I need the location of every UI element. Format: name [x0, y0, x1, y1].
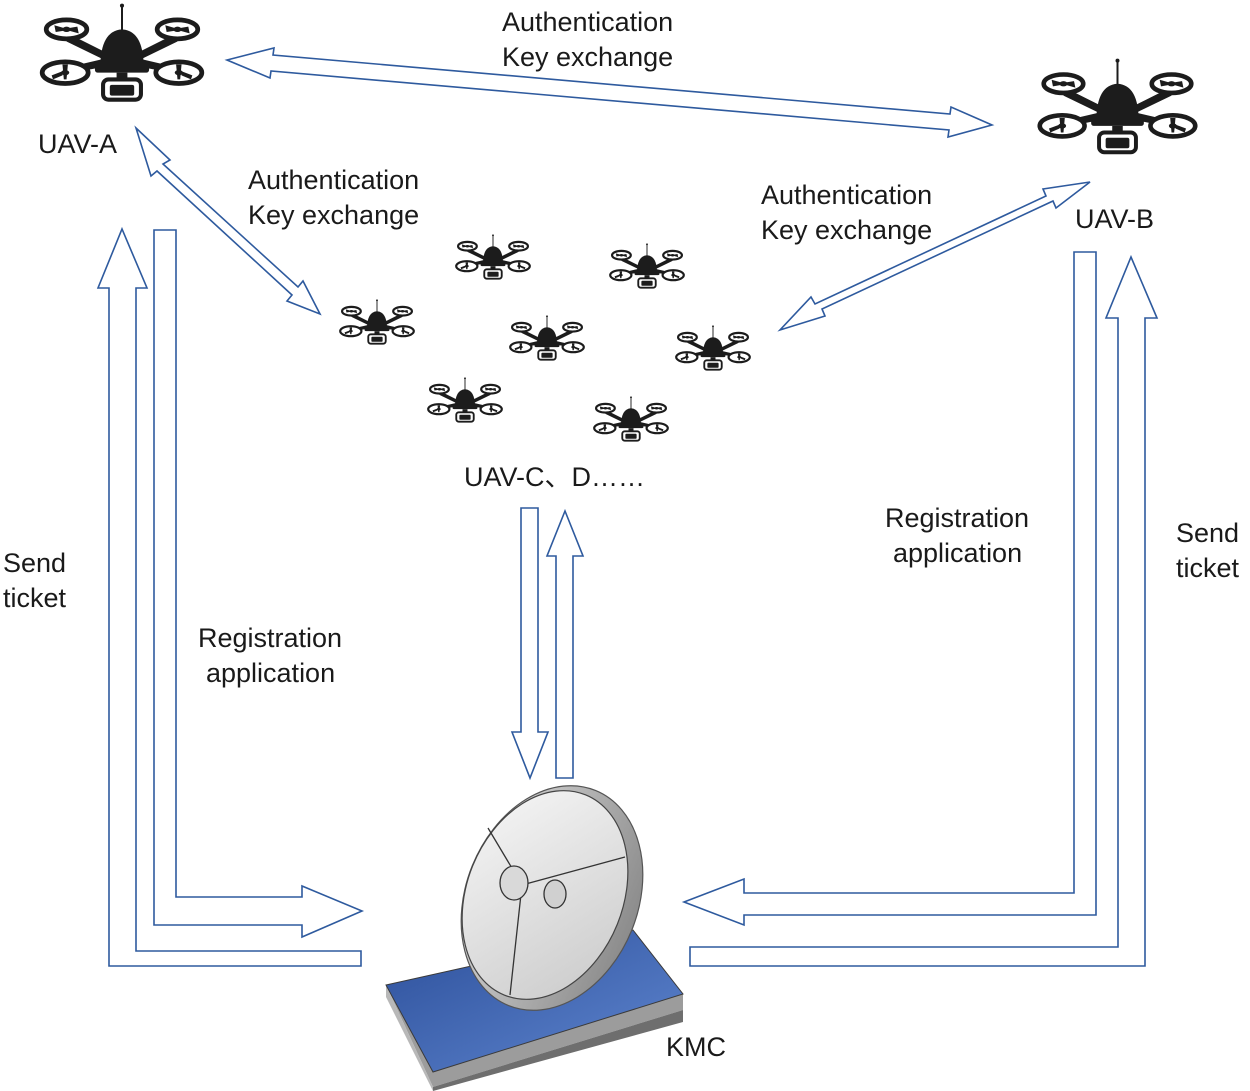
bc-edge-label-line2: Key exchange	[761, 215, 932, 245]
uav-b-drone-icon	[1040, 59, 1195, 153]
swarm-drone-icon	[426, 375, 504, 424]
uav-a-drone-icon	[42, 4, 202, 100]
swarm-drone-icon	[508, 313, 586, 362]
kmc-satellite-dish-icon	[385, 785, 684, 1091]
b-send-ticket-label-line2: ticket	[1176, 553, 1240, 583]
kmc-label: KMC	[666, 1032, 726, 1062]
cd-registration-arrow	[510, 507, 550, 781]
a-send-ticket-arrow	[96, 226, 362, 967]
ab-edge-label-line2: Key exchange	[502, 42, 673, 72]
b-send-ticket-arrow	[689, 254, 1159, 967]
b-registration-label-line2: application	[893, 538, 1022, 568]
a-send-ticket-label-line2: ticket	[3, 583, 67, 613]
a-registration-label-line2: application	[206, 658, 335, 688]
swarm-drone-icon	[674, 323, 752, 372]
uav-cd-label: UAV-C、D……	[464, 462, 645, 492]
ab-double-arrow	[224, 46, 995, 139]
uav-swarm	[338, 232, 752, 443]
bc-edge-label-line1: Authentication	[761, 180, 932, 210]
b-registration-arrow	[681, 251, 1097, 927]
swarm-drone-icon	[454, 232, 532, 281]
bc-double-arrow	[777, 181, 1091, 332]
ac-edge-label-line2: Key exchange	[248, 200, 419, 230]
a-registration-arrow	[153, 229, 365, 939]
a-send-ticket-label-line1: Send	[3, 548, 66, 578]
ac-edge-label-line1: Authentication	[248, 165, 419, 195]
a-registration-label-line1: Registration	[198, 623, 342, 653]
ab-edge-label-line1: Authentication	[502, 7, 673, 37]
uav-b-label: UAV-B	[1075, 204, 1154, 234]
swarm-drone-icon	[338, 297, 416, 346]
swarm-drone-icon	[608, 241, 686, 290]
b-send-ticket-label-line1: Send	[1176, 518, 1239, 548]
uav-a-label: UAV-A	[38, 129, 117, 159]
cd-send-ticket-arrow	[545, 508, 585, 779]
b-registration-label-line1: Registration	[885, 503, 1029, 533]
swarm-drone-icon	[592, 394, 670, 443]
ac-double-arrow	[134, 125, 322, 316]
